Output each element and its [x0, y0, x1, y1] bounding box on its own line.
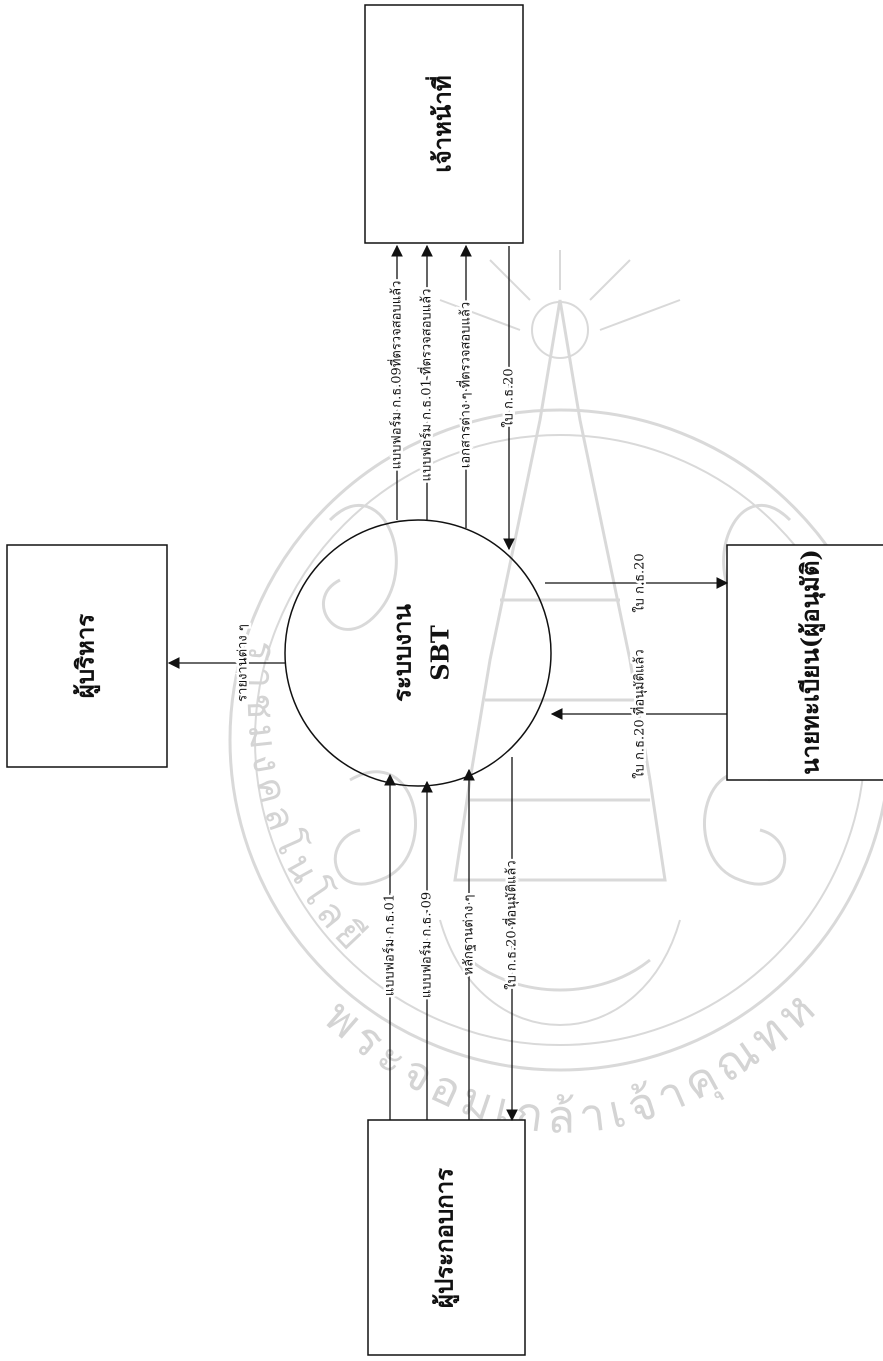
watermark-outer-ring	[228, 408, 883, 1072]
flow-label-to-officer-docs: เอกสารต่าง ๆ ที่ตรวจสอบแล้ว	[457, 302, 474, 468]
flow-label-to-operator-approved: ใบ ก.ธ.20 ที่อนุมัติแล้ว	[503, 860, 520, 989]
flow-label-to-officer-kor09: แบบฟอร์ม ก.ธ.09ที่ตรวจสอบแล้ว	[388, 281, 405, 470]
entity-registrar: นายทะเบียน(ผู้อนุมัติ)	[726, 544, 883, 781]
entity-operator: ผู้ประกอบการ	[367, 1119, 526, 1356]
flow-label-to-executive: รายงานต่าง ๆ	[236, 624, 251, 702]
entity-operator-label: ผู้ประกอบการ	[430, 1168, 460, 1308]
flow-label-from-operator-evidence: หลักฐานต่าง ๆ	[462, 895, 477, 976]
process-code: SBT	[426, 625, 455, 681]
process-sbt: ระบบงาน SBT	[284, 519, 552, 787]
flow-label-to-registrar: ใบ ก.ธ.20	[632, 553, 648, 612]
flow-label-to-officer-kor01: แบบฟอร์ม ก.ธ.01 ที่ตรวจสอบแล้ว	[418, 289, 435, 482]
entity-executive: ผู้บริหาร	[6, 544, 168, 768]
flow-label-from-registrar: ใบ ก.ธ.20 ที่อนุมัติแล้ว	[631, 649, 648, 778]
flow-label-from-operator-kor09: แบบฟอร์ม ก.ธ. 09	[419, 892, 435, 998]
flow-label-from-officer-kor20: ใบ ก.ธ.20	[501, 368, 517, 427]
flow-label-from-operator-kor01: แบบฟอร์ม ก.ธ.01	[382, 894, 398, 996]
entity-executive-label: ผู้บริหาร	[71, 614, 101, 698]
process-name: ระบบงาน	[388, 603, 417, 701]
entity-registrar-label: นายทะเบียน(ผู้อนุมัติ)	[796, 549, 827, 775]
entity-officer-label: เจ้าหน้าที่	[425, 75, 457, 172]
entity-officer: เจ้าหน้าที่	[364, 4, 524, 244]
